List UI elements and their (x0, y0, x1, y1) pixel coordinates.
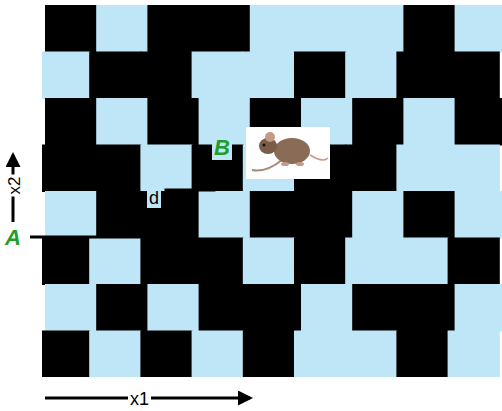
maze-cell (147, 98, 199, 146)
maze-cell (250, 191, 302, 239)
margin (0, 377, 502, 411)
maze-cell (448, 52, 500, 100)
maze-cell (45, 284, 97, 332)
maze-cell (199, 284, 251, 332)
maze-cell (38, 331, 90, 379)
maze-cell (250, 284, 302, 332)
maze-cell (403, 284, 455, 332)
maze-cell (89, 52, 141, 100)
maze-cell (345, 238, 397, 286)
maze-cell (45, 5, 97, 53)
maze-cell (345, 331, 397, 379)
maze-cell (140, 331, 192, 379)
maze-cell (45, 191, 97, 239)
maze-cell (89, 331, 141, 379)
maze-cell (403, 98, 455, 146)
maze-cell (89, 145, 141, 193)
maze-cell (455, 98, 502, 146)
maze-cell (250, 5, 302, 53)
maze-cell (96, 284, 148, 332)
maze-cell (45, 98, 97, 146)
distance-label: d (147, 188, 161, 208)
point-label: B (212, 136, 232, 160)
rat-picture (246, 127, 330, 179)
maze-cell (345, 145, 397, 193)
maze-cell (448, 331, 500, 379)
maze-cell (301, 5, 353, 53)
maze-cell (403, 191, 455, 239)
maze-cell (96, 98, 148, 146)
axis-label: x1 (128, 389, 151, 409)
maze-cell (352, 98, 404, 146)
maze-cell (38, 52, 90, 100)
maze-cell (192, 52, 244, 100)
maze-cell (455, 5, 502, 53)
maze-cell (455, 284, 502, 332)
maze-cell (396, 52, 448, 100)
maze-cell (352, 5, 404, 53)
maze-cell (396, 238, 448, 286)
maze-cell (199, 191, 251, 239)
maze-cell (352, 191, 404, 239)
maze-cell (294, 331, 346, 379)
maze-cell (192, 238, 244, 286)
maze-cell (345, 52, 397, 100)
maze-cell (96, 5, 148, 53)
maze-cell (89, 238, 141, 286)
maze-cell (147, 5, 199, 53)
maze-cell (294, 238, 346, 286)
maze-cell (396, 331, 448, 379)
maze-cell (96, 191, 148, 239)
maze-cell (140, 145, 192, 193)
point-label: A (3, 226, 23, 250)
maze-cell (301, 284, 353, 332)
maze-cell (243, 52, 295, 100)
maze-cell (192, 331, 244, 379)
margin (0, 0, 42, 411)
maze-cell (448, 145, 500, 193)
maze-cell (38, 145, 90, 193)
maze-cell (243, 331, 295, 379)
maze-cell (403, 5, 455, 53)
maze-cell (455, 191, 502, 239)
rat-path (30, 166, 240, 237)
maze-cell (147, 284, 199, 332)
maze-cell (396, 145, 448, 193)
maze-cell (352, 284, 404, 332)
maze-cell (243, 238, 295, 286)
maze-cell (301, 191, 353, 239)
maze-cell (38, 238, 90, 286)
maze-cell (294, 52, 346, 100)
axis-label: x2 (5, 175, 24, 197)
maze-cell (199, 5, 251, 53)
maze-cell (448, 238, 500, 286)
maze-cell (140, 238, 192, 286)
maze-cell (140, 52, 192, 100)
